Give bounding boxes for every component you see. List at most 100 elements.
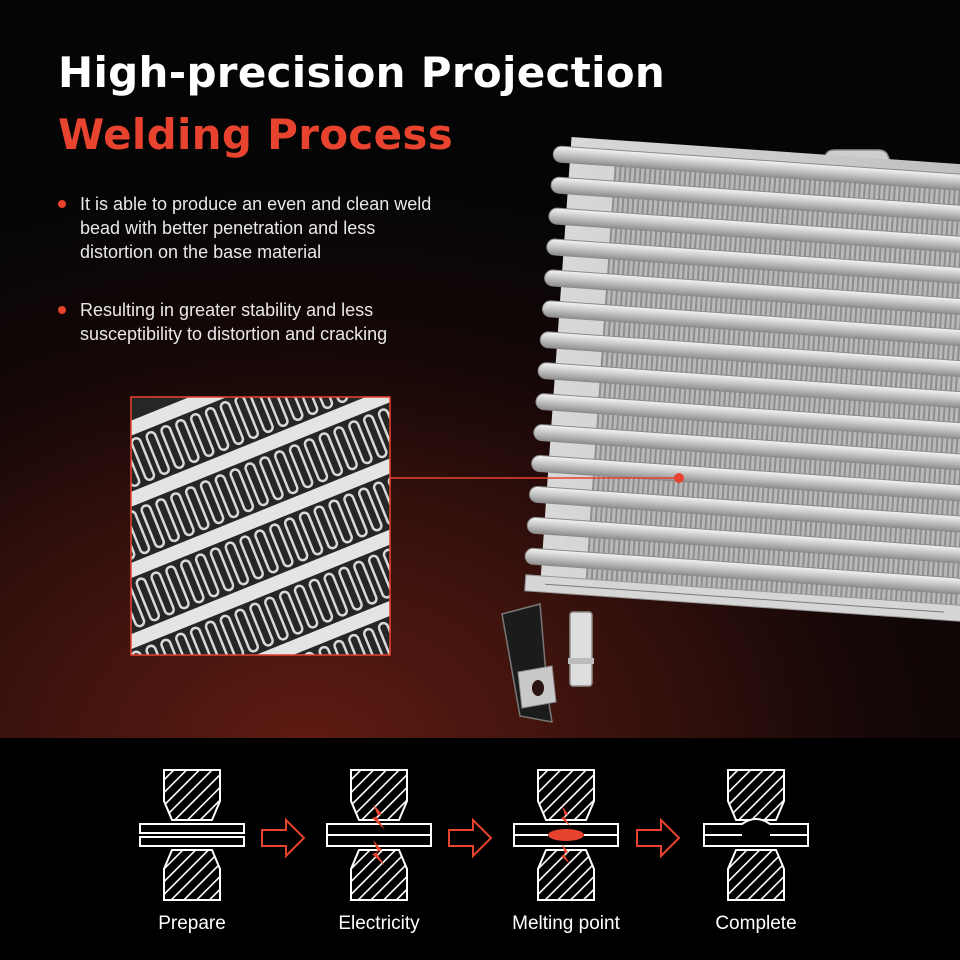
inset-fin-loop <box>288 444 314 489</box>
inset-fin-loop <box>353 560 378 605</box>
inset-fin-loop <box>382 548 390 593</box>
cooler-fin-row <box>598 380 960 424</box>
inset-fin-loop <box>219 401 245 446</box>
cooler-tube <box>526 516 960 564</box>
cooler-fin-row <box>591 473 960 517</box>
headline-line-2: Welding Process <box>58 110 453 159</box>
inset-fin-loop <box>348 633 373 655</box>
feature-bullet-list: It is able to produce an even and clean … <box>58 192 438 380</box>
callout-dot-icon <box>674 473 684 483</box>
inset-fin-loop <box>160 425 185 469</box>
inset-fin-loop <box>229 468 255 513</box>
oil-cooler-illustration <box>27 136 960 740</box>
inset-fin-loop <box>387 475 390 520</box>
inset-fin-loop <box>254 529 279 574</box>
inset-fin-loop <box>145 644 171 655</box>
inset-fin-loop <box>140 718 165 740</box>
cooler-fin-row <box>607 256 960 301</box>
inset-fin-loop <box>131 650 156 655</box>
inset-fin-loop <box>264 596 289 641</box>
inset-fin-loop <box>170 706 195 740</box>
inset-fin-loop <box>194 553 220 598</box>
inset-fin-loop <box>66 534 91 578</box>
inset-fin-loop <box>368 341 393 385</box>
inset-fin-loop <box>303 651 329 655</box>
feature-bullet-text: Resulting in greater stability and less … <box>80 300 388 344</box>
inset-fin-loop <box>348 420 373 465</box>
inset-fin-loop <box>362 627 388 655</box>
cooler-fin-row <box>609 225 960 270</box>
inset-fin-loop <box>131 437 156 481</box>
cooler-fin-row <box>594 442 960 486</box>
step-label-prepare: Prepare <box>158 913 226 934</box>
weld-complete-icon <box>703 769 809 901</box>
inset-fin-loop <box>362 414 388 459</box>
inset-fin-loop <box>274 664 299 708</box>
inset-fin-loop <box>457 519 482 563</box>
inset-fin-loop <box>358 487 383 532</box>
inset-fin-loop <box>27 479 52 523</box>
cooler-fin-row <box>600 349 960 394</box>
inset-fin-loop <box>200 694 225 738</box>
inset-fin-loop <box>51 540 76 584</box>
cooler-tube <box>550 176 960 224</box>
inset-fin-loop <box>472 513 497 557</box>
inset-fin-loop <box>214 474 240 519</box>
inset-fin-loop <box>244 462 269 507</box>
inset-fin-loop <box>377 408 390 453</box>
bullet-dot-icon <box>58 306 66 314</box>
inset-fin-loop <box>249 602 274 647</box>
cooler-fin-row <box>589 504 960 548</box>
inset-fin-loop <box>407 610 432 654</box>
cooler-tube <box>533 424 960 471</box>
inset-fin-loop <box>189 413 215 457</box>
process-steps-diagram <box>139 769 809 901</box>
inset-fin-loop <box>432 457 457 501</box>
inset-fin-loop <box>180 559 205 604</box>
inset-fin-loop <box>303 438 329 483</box>
inset-fin-loop <box>170 492 195 537</box>
cooler-fin-row <box>596 411 960 455</box>
inset-fin-loop <box>86 455 111 499</box>
inset-fin-loop <box>150 571 175 616</box>
inset-fin-loop <box>338 397 363 398</box>
inset-fin-loop <box>328 499 353 544</box>
arrow-right-icon <box>261 817 306 859</box>
inset-fin-loop <box>397 329 422 373</box>
inset-fin-loop <box>91 595 116 639</box>
inset-tube-bar <box>131 552 390 655</box>
inset-fin-loop <box>239 535 264 580</box>
inset-fin-loop <box>184 486 210 531</box>
inset-fin-loop <box>116 656 141 700</box>
zoom-inset <box>27 329 497 740</box>
inset-fin-loop <box>447 451 472 495</box>
cooler-tube <box>528 485 960 533</box>
feature-bullet-text: It is able to produce an even and clean … <box>80 194 432 262</box>
cooler-fin-row <box>613 164 960 208</box>
feature-bullet: It is able to produce an even and clean … <box>58 192 438 264</box>
inset-fin-loop <box>101 662 126 706</box>
inset-fin-loop <box>333 426 358 471</box>
inset-fin-loop <box>393 402 418 446</box>
step-label-electricity: Electricity <box>338 913 420 934</box>
inset-fin-loop <box>259 456 284 501</box>
inset-fin-loop <box>293 584 319 629</box>
cooler-tube <box>548 207 960 255</box>
inset-fin-loop <box>199 480 225 525</box>
cooler-tube <box>552 145 960 193</box>
inset-fin-loop <box>155 712 180 740</box>
inset-fin-loop <box>422 390 447 434</box>
inset-fin-loop <box>383 335 408 379</box>
inset-fin-loop <box>234 397 260 440</box>
step-label-complete: Complete <box>715 913 797 934</box>
arrow-right-icon <box>448 817 493 859</box>
inset-fin-loop <box>131 443 141 487</box>
inset-fin-loop <box>412 537 437 581</box>
inset-fin-loop <box>402 469 427 513</box>
inset-fin-loop <box>323 397 349 404</box>
pipe-bead <box>568 658 594 664</box>
bracket-hole <box>532 680 544 696</box>
inset-fin-loop <box>135 577 161 622</box>
inset-fin-loop <box>155 498 180 543</box>
